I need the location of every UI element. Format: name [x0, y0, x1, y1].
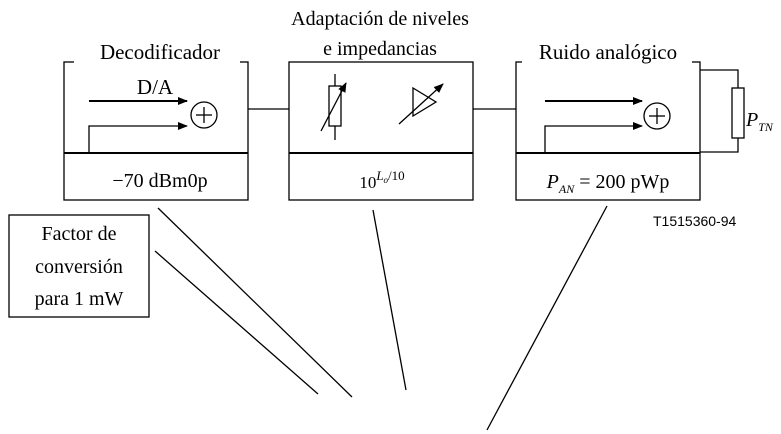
- termination-label-subscript: TN: [758, 120, 774, 134]
- figure-reference: T1515360-94: [653, 213, 737, 229]
- noise-block: Ruido analógico PAN = 200 pWp PTN: [515, 40, 774, 201]
- variable-amplifier-icon: [398, 83, 444, 125]
- adaptation-value: 10Lo/10: [359, 168, 404, 192]
- pointer-line: [372, 209, 407, 391]
- pointer-line: [486, 205, 608, 431]
- decoder-block: Decodificador D/A −70 dBm0p: [63, 40, 249, 201]
- conversion-line1: Factor de: [42, 223, 117, 245]
- conversion-box: [8, 214, 150, 318]
- pointer-line: [157, 207, 353, 398]
- circled-plus-icon: [190, 101, 218, 129]
- noise-value-symbol: P: [546, 171, 559, 193]
- termination-label: PTN: [745, 109, 774, 134]
- noise-value-rest: = 200 pWp: [574, 171, 669, 193]
- noise-value: PAN = 200 pWp: [546, 171, 670, 196]
- decoder-signal-label: D/A: [137, 75, 174, 99]
- adaptation-value-exp-rest: /10: [388, 168, 405, 183]
- adaptation-value-exp-subscript: o: [384, 175, 389, 185]
- adaptation-value-exp-symbol: L: [375, 168, 383, 183]
- decoder-title-gap: [74, 56, 240, 68]
- conversion-line2: conversión: [35, 256, 123, 278]
- circled-plus-icon: [643, 102, 671, 130]
- decoder-value: −70 dBm0p: [112, 170, 207, 192]
- conversion-line3: para 1 mW: [35, 288, 124, 310]
- noise-injection-arrow: [544, 122, 643, 153]
- adaptation-box: [288, 61, 474, 201]
- adaptation-block: Adaptación de niveles e impedancias 10Lo…: [288, 8, 474, 201]
- noise-title: Ruido analógico: [539, 40, 677, 64]
- decoder-title: Decodificador: [100, 40, 220, 64]
- decoder-noise-arrow: [88, 122, 188, 153]
- adaptation-value-base: 10: [359, 173, 376, 192]
- adaptation-title-line1: Adaptación de niveles: [291, 8, 469, 30]
- conversion-factor-box: Factor de conversión para 1 mW: [8, 214, 150, 318]
- termination-resistor-icon: [700, 69, 745, 153]
- pointer-line: [154, 250, 319, 395]
- noise-value-subscript: AN: [558, 182, 575, 196]
- termination-label-symbol: P: [745, 109, 758, 131]
- noise-title-gap: [522, 56, 692, 68]
- variable-resistor-icon: [320, 74, 347, 140]
- adaptation-title-line2: e impedancias: [323, 38, 437, 60]
